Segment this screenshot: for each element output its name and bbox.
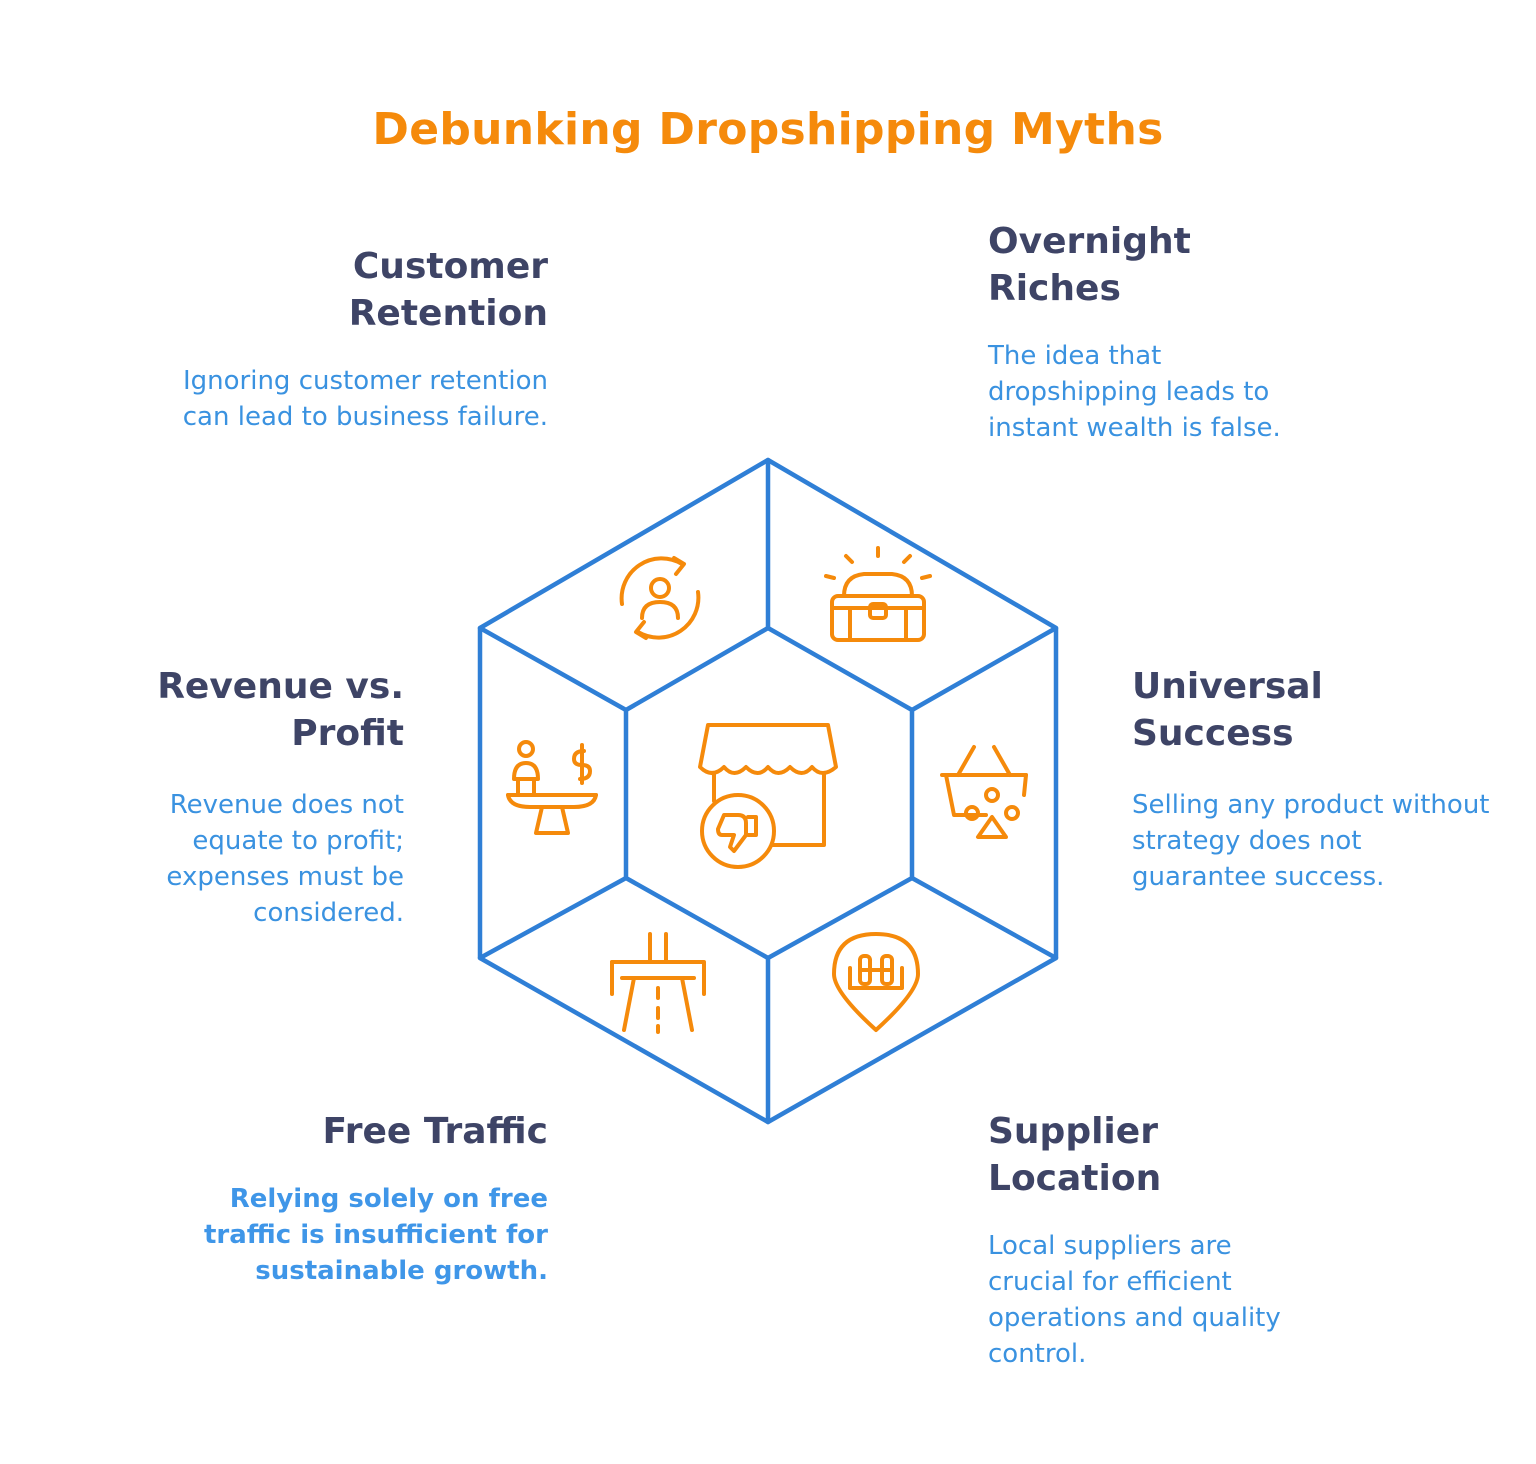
heading-line-1: Customer [352,246,548,287]
myth-heading: Customer Retention [180,243,548,337]
hexagon-diagram [477,457,1059,1125]
myth-heading: Universal Success [1132,663,1502,757]
myth-description: Selling any product without strategy doe… [1132,790,1490,892]
myth-supplier-location: Supplier Location Local suppliers are cr… [988,1108,1318,1372]
heading-line-1: Revenue vs. [157,666,404,707]
myth-description: Revenue does not equate to profit; expen… [166,790,404,928]
myth-heading: Supplier Location [988,1108,1318,1202]
customer-cycle-icon [619,556,701,640]
myth-customer-retention: Customer Retention Ignoring customer ret… [180,243,548,435]
myth-description: The idea that dropshipping leads to inst… [988,341,1281,443]
myth-description: Local suppliers are crucial for efficien… [988,1231,1281,1369]
myth-description: Relying solely on free traffic is insuff… [203,1184,548,1286]
divider-upper-left [477,625,629,713]
divider-upper-right [909,625,1059,713]
inner-hexagon [623,625,915,961]
heading-line-1: Overnight [988,221,1191,262]
highway-icon [610,932,706,1034]
myth-heading: Overnight Riches [988,218,1318,312]
heading-line-1: Universal [1132,666,1323,707]
heading-line-1: Supplier [988,1111,1158,1152]
myth-heading: Revenue vs. Profit [100,663,404,757]
store-thumbs-down-icon [698,723,838,869]
heading-line-2: Riches [988,268,1121,309]
divider-lower-right [909,875,1059,961]
diagram-title: Debunking Dropshipping Myths [372,104,1164,155]
myth-revenue-vs-profit: Revenue vs. Profit Revenue does not equa… [100,663,404,931]
heading-line-2: Location [988,1158,1162,1199]
myth-universal-success: Universal Success Selling any product wi… [1132,663,1502,895]
divider-lower-left [477,875,629,961]
treasure-chest-icon [824,546,932,642]
myth-free-traffic: Free Traffic Relying solely on free traf… [200,1108,548,1289]
myth-overnight-riches: Overnight Riches The idea that dropshipp… [988,218,1318,446]
heading-line-2: Success [1132,713,1294,754]
heading-line-2: Profit [291,713,404,754]
basket-shapes-icon [940,745,1028,839]
myth-description: Ignoring customer retention can lead to … [182,366,548,432]
myth-heading: Free Traffic [200,1108,548,1155]
heading-line-2: Retention [348,293,548,334]
heading-line-1: Free Traffic [322,1111,548,1152]
location-pin-warehouse-icon [832,932,920,1032]
hexagon-outline [477,457,1059,1125]
balance-scale-icon [506,740,598,835]
